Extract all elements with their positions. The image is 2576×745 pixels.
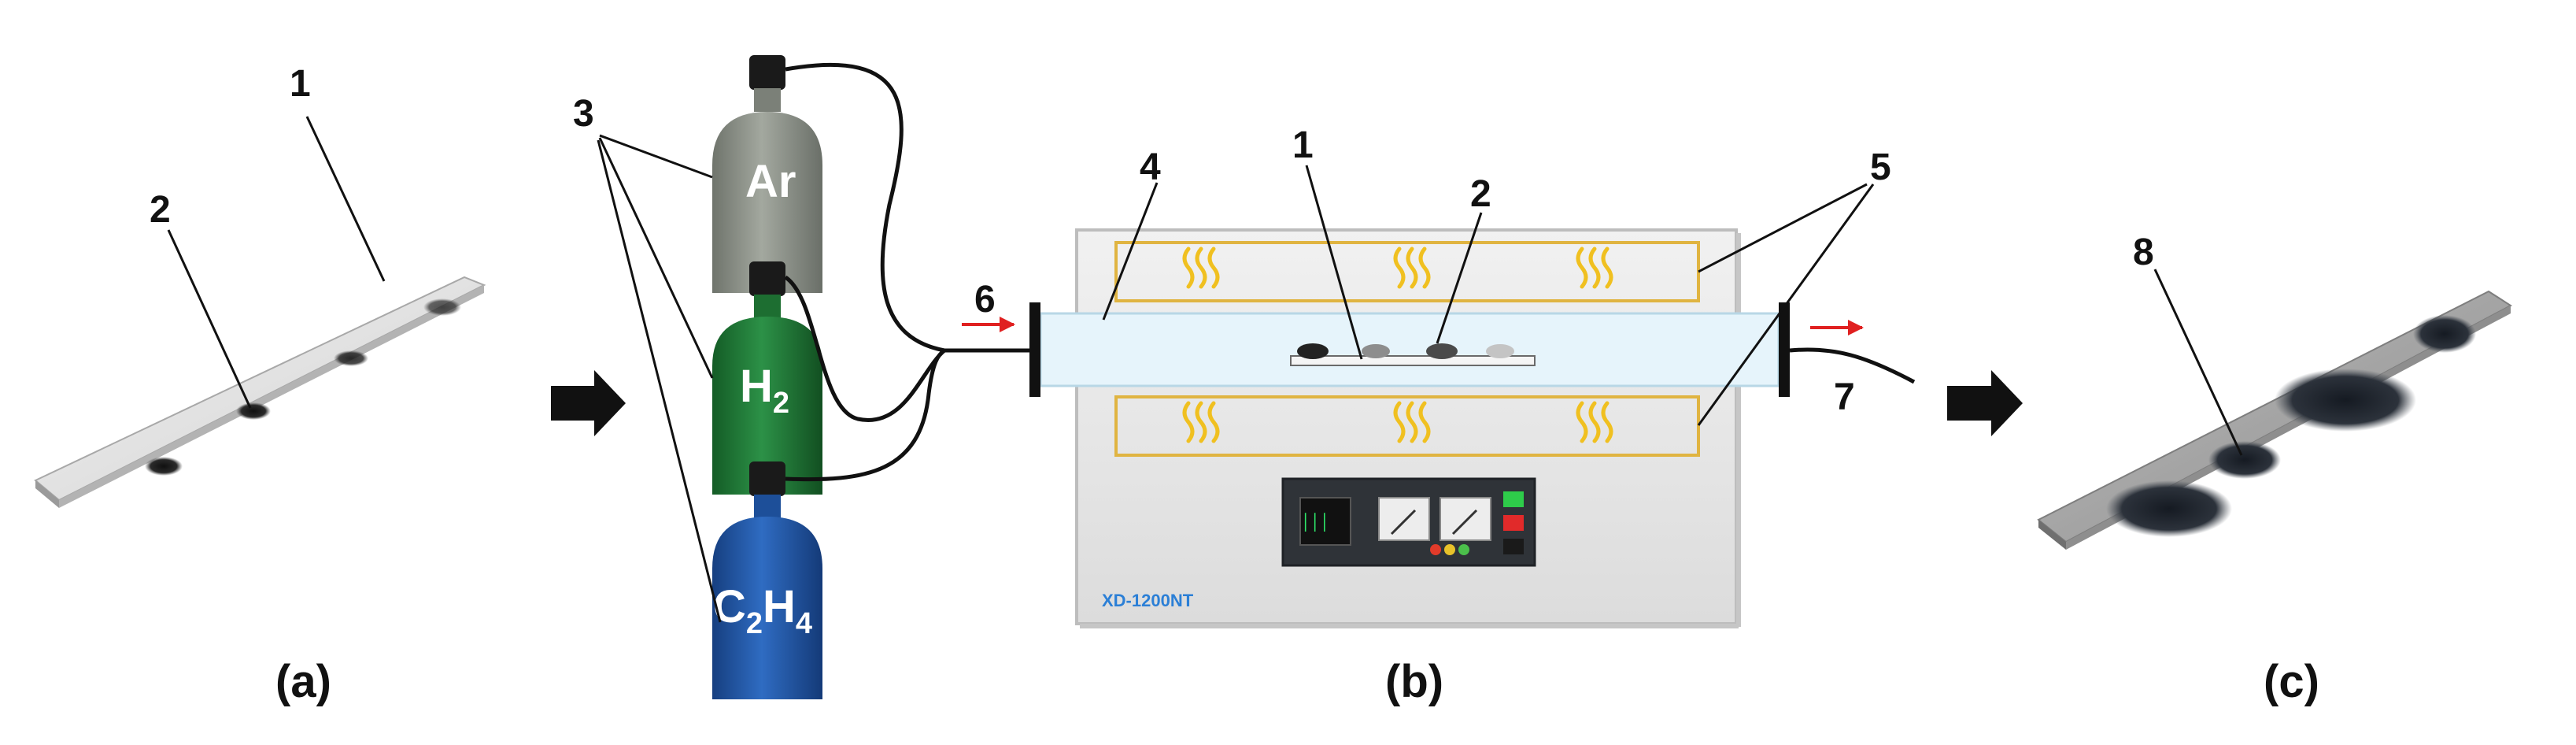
argon-formula: Ar (745, 156, 796, 207)
sample-boat (1290, 355, 1536, 366)
leader-cylinders-h2 (598, 137, 714, 379)
catalyst-spot-a2 (236, 402, 271, 420)
heat-wave (1182, 246, 1220, 289)
hydrogen-cylinder: H2 (712, 261, 822, 495)
heat-wave (1393, 401, 1431, 443)
flow-gauge-2-needle (1451, 509, 1478, 536)
hydrogen-formula: H2 (740, 361, 789, 420)
flow-gauge-2 (1440, 497, 1491, 541)
heater-bottom (1114, 395, 1700, 457)
panel-label-c: (c) (2264, 656, 2319, 707)
temperature-readout: ▏▏▏ (1304, 513, 1333, 532)
ethylene-formula: C2H4 (713, 581, 812, 640)
argon-body (712, 112, 822, 293)
switch-red (1503, 515, 1524, 531)
gas-line-h2 (784, 275, 946, 422)
leader-catalyst-a (167, 229, 252, 409)
argon-cylinder: Ar (712, 55, 822, 293)
tube-flange-right (1779, 302, 1790, 397)
temperature-display (1299, 497, 1351, 546)
argon-cap (749, 55, 785, 90)
catalyst-spot-a1 (145, 457, 183, 476)
heat-wave (1576, 246, 1613, 289)
substrate-plate-a (34, 276, 486, 502)
leader-substrate-a (305, 116, 386, 282)
ethylene-neck (754, 495, 781, 518)
process-arrow-1 (551, 370, 626, 436)
substrate-plate-a-edge-long (59, 285, 484, 508)
label-outlet: 7 (1834, 376, 1855, 418)
leader-cylinders-ar (599, 134, 713, 179)
ethylene-cylinder: C2H4 (712, 461, 822, 699)
indicator-yellow (1444, 544, 1455, 555)
heat-waves (1182, 246, 1613, 443)
leader-heater-top (1698, 183, 1868, 273)
tube-sample-4 (1486, 344, 1514, 358)
leader-product (2153, 269, 2243, 456)
gas-lines (784, 62, 1037, 482)
substrate-plate-a-edge (35, 480, 59, 508)
product-deposit-2 (2208, 441, 2281, 479)
tube-sample-2 (1362, 344, 1390, 358)
leader-cylinders-c2h4 (597, 139, 722, 623)
panel-label-b: (b) (1385, 656, 1443, 707)
gas-line-c2h4 (785, 348, 946, 482)
gas-cylinders: Ar H2 C2H4 3 (573, 55, 822, 699)
leader-tube (1102, 182, 1159, 321)
tube-sample-1 (1297, 343, 1329, 359)
label-catalyst-a: 2 (150, 189, 171, 231)
panel-c-product: 8 (c) (2037, 232, 2512, 707)
outlet-line (1789, 347, 1916, 384)
heat-wave (1576, 401, 1613, 443)
product-deposit-4 (2413, 315, 2476, 353)
label-catalyst-b: 2 (1470, 173, 1491, 215)
process-arrow-2 (1947, 370, 2023, 436)
product-deposit-1 (2106, 480, 2232, 537)
label-substrate-b: 1 (1292, 124, 1314, 166)
switch-green (1503, 491, 1524, 507)
catalyst-spot-a4 (423, 298, 461, 316)
tube-sample-3 (1426, 343, 1458, 359)
switch-dark (1503, 539, 1524, 554)
leader-heater-bottom (1697, 183, 1875, 426)
label-inlet: 6 (974, 279, 996, 321)
catalyst-spot-a3 (334, 350, 368, 366)
hydrogen-cap (749, 261, 785, 296)
gas-line-ar (785, 62, 945, 353)
label-heaters: 5 (1870, 146, 1891, 188)
label-cylinders: 3 (573, 93, 594, 135)
hydrogen-neck (754, 295, 781, 318)
furnace-model: XD-1200NT (1102, 591, 1194, 610)
quartz-tube (1039, 312, 1780, 387)
panel-label-a: (a) (275, 656, 331, 707)
product-deposit-3 (2275, 369, 2416, 432)
tube-flange-left (1029, 302, 1040, 397)
flow-gauge-1 (1378, 497, 1430, 541)
panel-a-substrate: 1 2 (a) (34, 63, 486, 707)
heat-wave (1393, 246, 1431, 289)
ethylene-cap (749, 461, 785, 496)
indicator-green (1458, 544, 1469, 555)
label-substrate-a: 1 (290, 63, 311, 105)
product-plate-edge (2038, 520, 2066, 550)
ethylene-body (712, 517, 822, 699)
indicator-red (1430, 544, 1441, 555)
leader-substrate-b (1305, 165, 1363, 360)
label-tube: 4 (1140, 146, 1161, 188)
leader-catalyst-b (1436, 212, 1483, 344)
argon-neck (754, 88, 781, 112)
tube-furnace: ▏▏▏ XD-1200NT 6 7 4 1 2 5 (b) (962, 124, 1916, 707)
heat-wave (1182, 401, 1220, 443)
flow-gauge-1-needle (1390, 509, 1417, 536)
label-product: 8 (2133, 232, 2154, 273)
hydrogen-body (712, 317, 822, 495)
